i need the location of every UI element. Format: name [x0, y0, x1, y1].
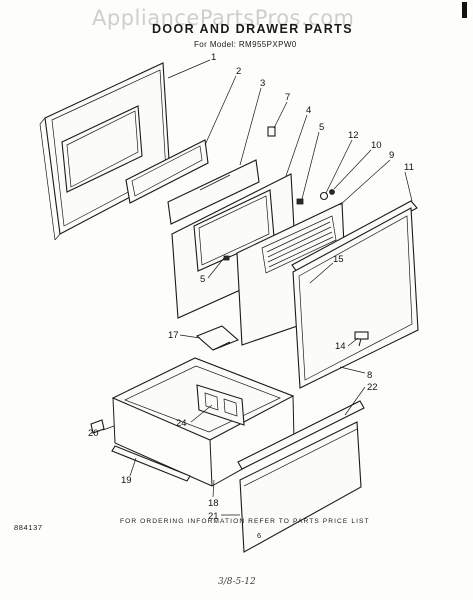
- callout-5-lower: 5: [200, 274, 205, 285]
- inner-glass-panel: [167, 159, 260, 225]
- page-number: 6: [257, 531, 262, 540]
- page-title: DOOR AND DRAWER PARTS: [152, 22, 353, 36]
- corner-mark: [462, 2, 467, 18]
- callout-1: 1: [211, 52, 216, 63]
- drawer-front-panel: [239, 421, 362, 553]
- latch-part: [354, 331, 369, 347]
- callout-17: 17: [168, 330, 179, 341]
- top-trim-bar: [291, 200, 418, 273]
- callout-3: 3: [260, 78, 265, 89]
- outer-door-panel: [39, 62, 171, 241]
- drawer-body: [111, 357, 295, 487]
- callout-5-upper: 5: [319, 122, 324, 133]
- callout-24: 24: [176, 418, 187, 429]
- callout-8: 8: [367, 370, 372, 381]
- callout-4: 4: [306, 105, 311, 116]
- drawer-front-trim: [237, 400, 365, 470]
- callout-9: 9: [389, 150, 394, 161]
- callout-20: 20: [88, 428, 99, 439]
- callout-18: 18: [208, 498, 219, 509]
- small-bracket-upper: [296, 198, 304, 205]
- spacer-and-screw: [319, 189, 335, 201]
- inner-door-liner: [171, 173, 297, 319]
- callout-7: 7: [285, 92, 290, 103]
- callout-12: 12: [348, 130, 359, 141]
- drawer-rail: [111, 445, 191, 482]
- model-line: For Model: RM955PXPW0: [194, 40, 297, 49]
- ordering-note: FOR ORDERING INFORMATION REFER TO PARTS …: [120, 518, 370, 525]
- drawer-glide: [90, 419, 105, 434]
- callout-10: 10: [371, 140, 382, 151]
- callout-22: 22: [367, 382, 378, 393]
- leader-lines: [102, 59, 413, 516]
- callout-14: 14: [335, 341, 346, 352]
- watermark: AppliancePartsPros.com: [92, 6, 355, 30]
- callout-numbers: 1 2 3 7 4 5 12 10 9 11 5 15 17 14 8 22 2…: [88, 52, 414, 522]
- door-window-glass: [125, 139, 209, 204]
- handwritten-note: 3/8-5-12: [218, 577, 256, 587]
- document-number: 884137: [14, 523, 43, 532]
- callout-11: 11: [404, 162, 414, 173]
- door-hinge: [195, 325, 240, 351]
- door-gasket: [292, 207, 419, 389]
- callout-15: 15: [333, 254, 344, 265]
- callout-2: 2: [236, 66, 241, 77]
- callout-21: 21: [208, 511, 219, 522]
- callout-19: 19: [121, 475, 132, 486]
- door-clip: [267, 126, 276, 137]
